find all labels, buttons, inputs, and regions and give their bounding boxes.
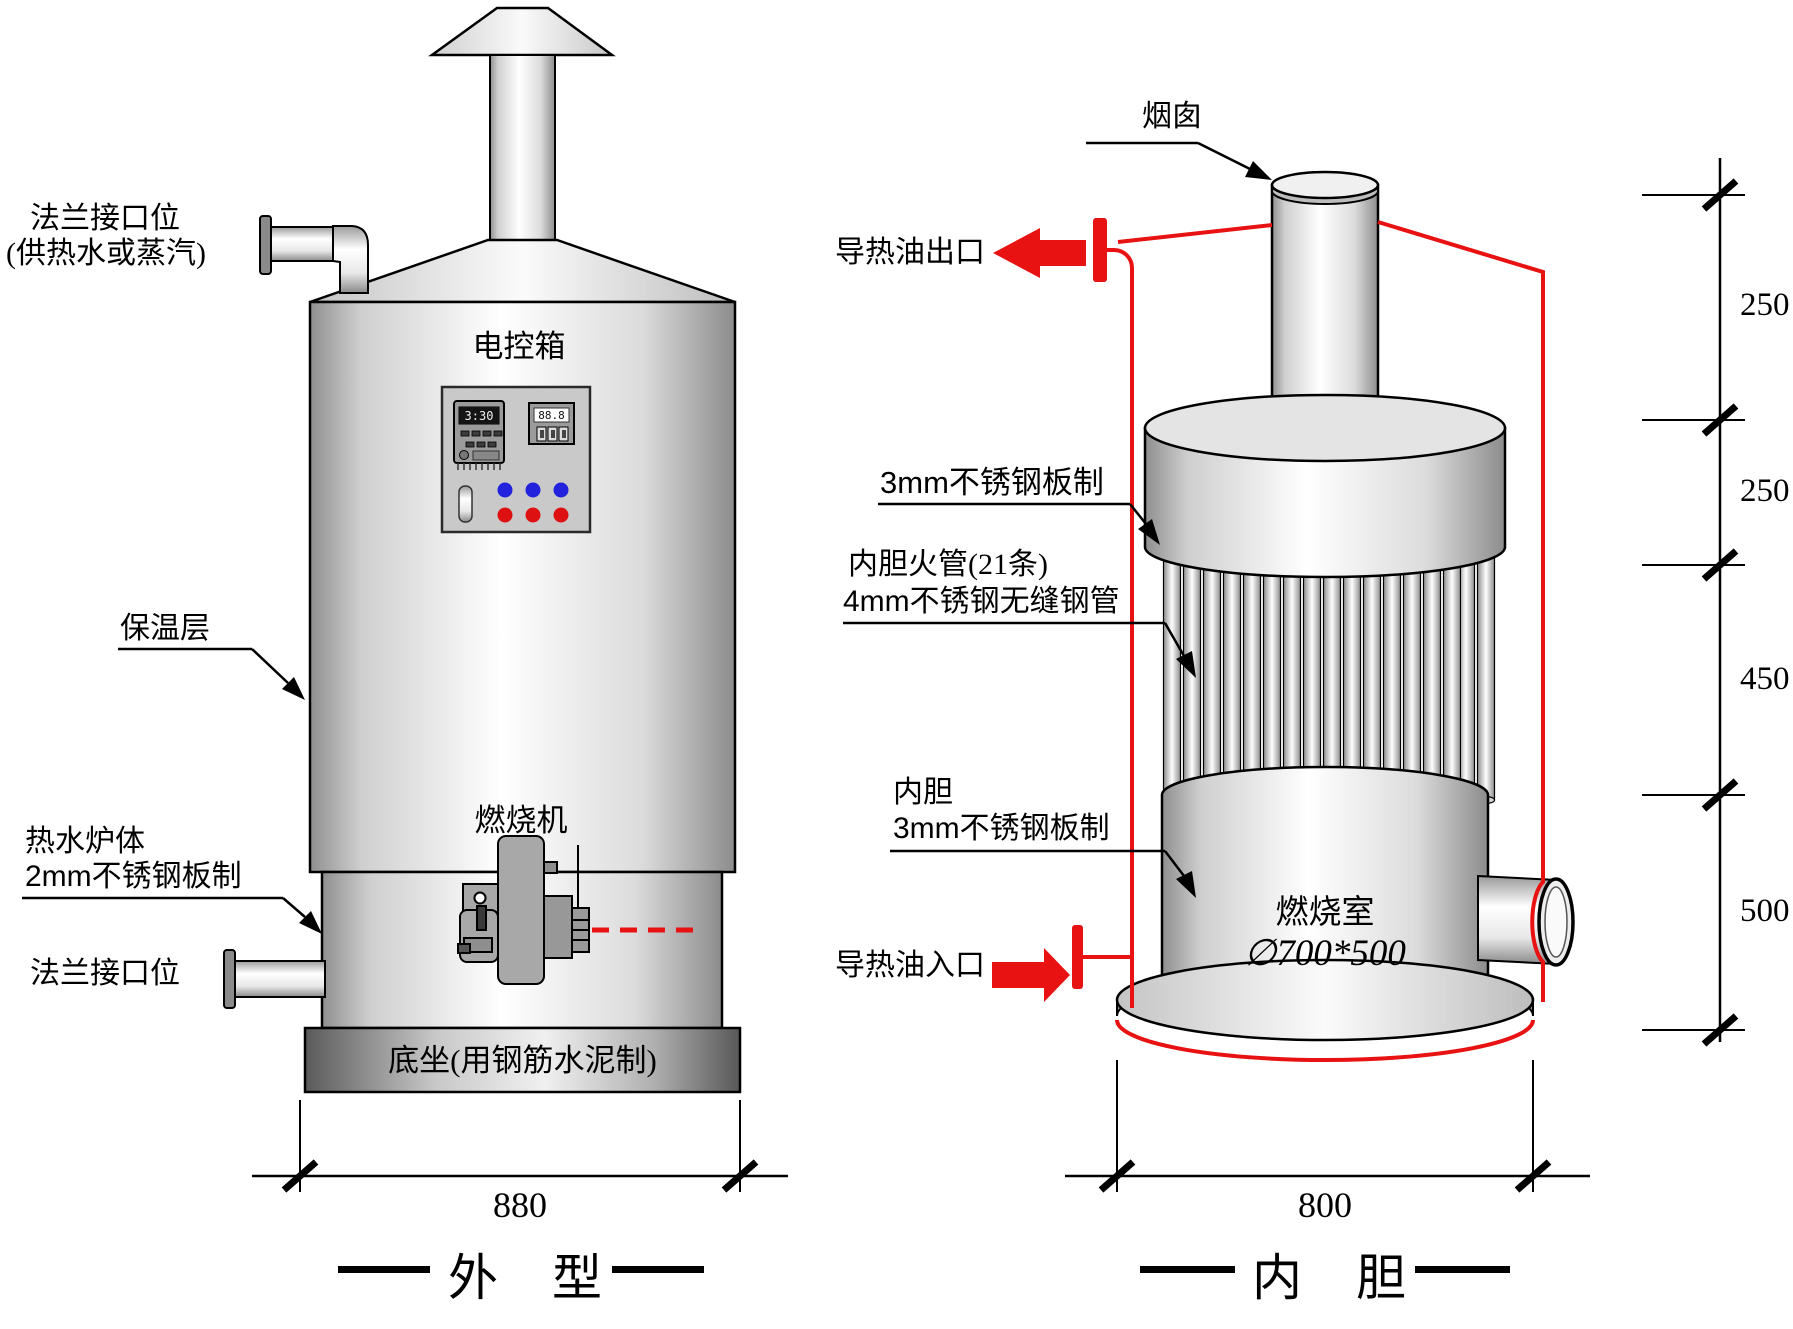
concrete-base [303, 1026, 742, 1094]
tubes-arrowhead [1176, 651, 1196, 678]
bottom-flange-pipe [223, 949, 326, 1009]
chamber-label-line1: 燃烧室 [1275, 895, 1375, 931]
dim-250-1: 250 [1740, 287, 1790, 323]
exterior-title: 外 型 [448, 1250, 604, 1306]
chimney-pipe [489, 54, 556, 246]
title-bar-right [1415, 1266, 1510, 1273]
dim-450: 450 [1740, 661, 1790, 697]
timer-display: 3:30 [459, 407, 499, 424]
temp-display: 88.8 [538, 408, 565, 422]
oil-inlet [992, 925, 1083, 1002]
top-flange-pipe [259, 215, 369, 294]
dim-800 [1065, 1060, 1590, 1193]
plate-arrowhead [1138, 519, 1160, 545]
upper-drum-top [1143, 393, 1507, 463]
oil-outlet-label: 导热油出口 [835, 236, 985, 269]
chimney-arrowhead [1245, 161, 1272, 180]
fire-tubes-label-line2: 4mm不锈钢无缝钢管 [843, 585, 1120, 618]
cone-top [309, 238, 736, 304]
dim-880 [252, 1100, 788, 1193]
width-dim-880: 880 [493, 1185, 547, 1225]
body-label-line1: 热水炉体 [25, 825, 145, 858]
width-dim-800: 800 [1298, 1185, 1352, 1225]
tank-arrowhead [1176, 871, 1196, 898]
fire-tubes-label-line1: 内胆火管(21条) [848, 548, 1048, 581]
side-pipe [1477, 874, 1575, 967]
indicator-lights [497, 482, 569, 523]
tank-chimney [1270, 183, 1380, 437]
inner-tank-view [843, 141, 1590, 1273]
chimney-label: 烟囱 [1142, 100, 1202, 133]
insulation-label: 保温层 [120, 612, 210, 645]
upper-drum [1143, 426, 1507, 579]
control-box-label: 电控箱 [472, 329, 566, 364]
tank-label-line2: 3mm不锈钢板制 [893, 812, 1110, 845]
dim-500: 500 [1740, 893, 1790, 929]
plate-3mm-label: 3mm不锈钢板制 [880, 465, 1104, 500]
burner-label: 燃烧机 [474, 803, 568, 838]
right-leader-lines [843, 141, 1251, 877]
body-arrowhead [299, 911, 322, 934]
base-label: 底坐(用钢筋水泥制) [388, 1043, 657, 1078]
flange-bottom-label: 法兰接口位 [30, 957, 180, 990]
oil-jacket-piping [1083, 220, 1545, 1008]
insulation-arrowhead [282, 677, 305, 700]
inner-tank-title: 内 胆 [1252, 1250, 1408, 1306]
chamber-label-line2: ∅700*500 [1244, 933, 1406, 974]
oil-inlet-label: 导热油入口 [835, 949, 985, 982]
burner-unit [457, 835, 590, 985]
tank-base-plate [1115, 958, 1535, 1062]
toggle-switch [458, 485, 473, 523]
title-bar-left [1140, 1266, 1235, 1273]
dim-250-2: 250 [1740, 473, 1790, 509]
flange-top-label-line1: 法兰接口位 [30, 202, 180, 235]
title-bar-left [338, 1266, 430, 1273]
flange-top-label-line2: (供热水或蒸汽) [6, 237, 206, 270]
body-label-line2: 2mm不锈钢板制 [25, 860, 242, 893]
tank-label-line1: 内胆 [893, 776, 953, 809]
left-leader-lines [22, 647, 306, 918]
title-bar-right [612, 1266, 704, 1273]
height-dimension-column [1642, 158, 1745, 1047]
oil-outlet [993, 218, 1107, 282]
chimney-cap [428, 6, 616, 57]
